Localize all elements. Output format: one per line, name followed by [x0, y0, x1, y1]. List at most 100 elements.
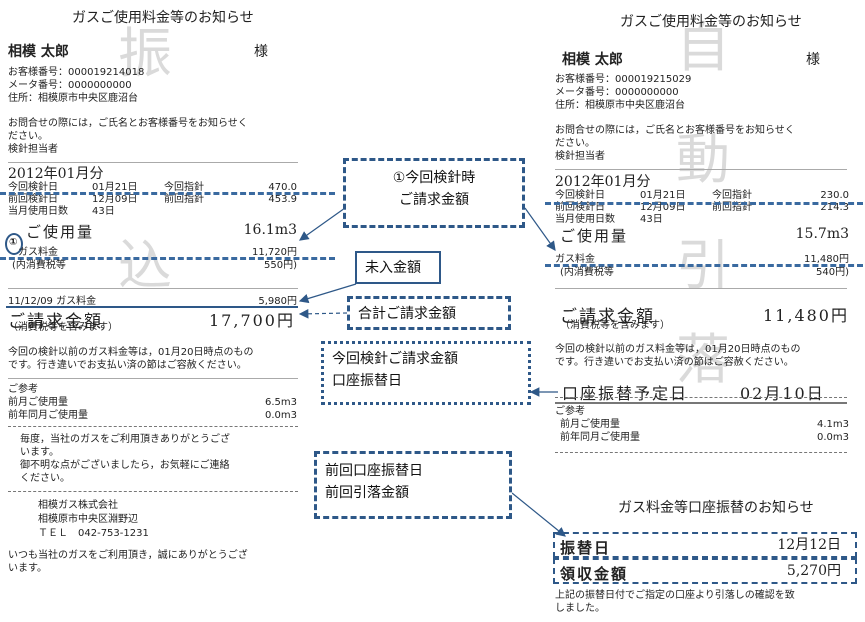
callout-line: 未入金額 — [365, 260, 421, 276]
divider — [8, 378, 298, 379]
left-inquiry-line: お問合せの際には，ご氏名とお客様番号をお知らせく — [8, 118, 248, 129]
divider — [555, 169, 847, 170]
right-inquiry-line: お問合せの際には，ご氏名とお客様番号をお知らせく — [555, 125, 795, 136]
arrow-arrears — [298, 283, 357, 304]
watermark-char: 振 — [118, 22, 172, 85]
watermark-char: 自 — [676, 16, 730, 79]
callout-unpaid: 未入金額 — [355, 251, 441, 284]
left-ref-value: 6.5m3 — [264, 397, 297, 408]
left-ref-title: ご参考 — [8, 384, 38, 395]
callout-line: 合計ご請求金額 — [358, 306, 456, 322]
left-reading-value: 470.0 — [268, 182, 297, 193]
right-ref-label: 前月ご使用量 — [560, 419, 620, 430]
callout-line: ご請求金額 — [399, 192, 469, 208]
left-notice-line: 今回の検針以前のガス料金等は，01月20日時点のもの — [8, 347, 254, 358]
right-title: ガスご使用料金等のお知らせ — [620, 14, 802, 30]
right-transfer-footer-line: しました。 — [555, 603, 605, 614]
right-received-label: 領収金額 — [560, 565, 629, 583]
left-thanks-line: います。 — [20, 447, 59, 458]
right-ref-value: 0.0m3 — [816, 432, 849, 443]
left-reading-label: 今回検針日 — [8, 182, 58, 193]
divider — [555, 402, 847, 404]
highlight-dash-line — [0, 257, 335, 260]
left-billing-value: 17,700円 — [209, 311, 295, 330]
left-reading-label: 前回検針日 — [8, 194, 58, 205]
right-address: 住所：相模原市中央区鹿沼台 — [555, 100, 685, 111]
left-tax-label: (内消費税等 — [12, 260, 66, 271]
callout-line: 今回検針ご請求金額 — [332, 351, 458, 367]
left-thanks-line: 毎度，当社のガスをご利用頂きありがとうござ — [20, 434, 230, 445]
right-period: 2012年01月分 — [555, 174, 651, 190]
left-notice-line: です。行き違いでお支払い済の節はご容赦ください。 — [8, 360, 247, 371]
left-inquiry-line: ださい。 — [8, 131, 48, 142]
circle-number-icon: ① — [9, 237, 18, 248]
callout-line: 前回引落金額 — [325, 485, 409, 501]
right-days-label: 当月使用日数 — [555, 214, 615, 225]
left-arrears-label: 11/12/09 ガス料金 — [8, 296, 97, 307]
right-transfer-date-label: 振替日 — [560, 539, 612, 557]
left-company-line: ＴＥＬ 042-753-1231 — [38, 528, 149, 539]
right-inquiry-line: ださい。 — [555, 138, 595, 149]
right-reading-label: 今回指針 — [712, 190, 752, 201]
left-reading-value: 453.9 — [268, 194, 297, 205]
right-inquiry-line: 検針担当者 — [555, 151, 605, 162]
circle-marker — [5, 233, 23, 255]
left-honorific: 様 — [254, 44, 268, 60]
right-tax-label: (内消費税等 — [560, 267, 614, 278]
right-notice-line: 今回の検針以前のガス料金等は，01月20日時点のもの — [555, 344, 801, 355]
divider — [555, 397, 847, 398]
right-customer-no: お客様番号：000019215029 — [555, 74, 692, 85]
right-transfer-notice-title: ガス料金等口座振替のお知らせ — [618, 500, 814, 516]
watermark-char: 落 — [676, 328, 730, 391]
right-reading-value: 01月21日 — [640, 190, 686, 201]
right-billing-note: （消費税等を含みます） — [560, 320, 670, 331]
callout-line: 口座振替日 — [332, 373, 402, 389]
left-reading-value: 01月21日 — [92, 182, 138, 193]
left-ref-label: 前月ご使用量 — [8, 397, 68, 408]
divider — [8, 426, 298, 427]
left-thanks-line: ください。 — [20, 473, 70, 484]
left-usage-value: 16.1m3 — [243, 222, 297, 238]
callout-total: 合計ご請求金額 — [347, 296, 511, 330]
watermark-char: 込 — [118, 234, 172, 297]
right-ref-value: 4.1m3 — [816, 419, 849, 430]
left-days-value: 43日 — [92, 206, 115, 217]
left-tax-value: 550円) — [264, 260, 297, 271]
arrow-billing-right — [524, 207, 556, 251]
right-meter-no: メータ番号：0000000000 — [555, 87, 679, 98]
right-reading-label: 前回指針 — [712, 202, 752, 213]
left-company-line: 相模ガス株式会社 — [38, 500, 118, 511]
right-transfer-date-value: 12月12日 — [777, 537, 841, 553]
divider — [8, 288, 298, 289]
left-title: ガスご使用料金等のお知らせ — [72, 10, 254, 26]
left-gas-fee-value: 11,720円 — [252, 247, 297, 258]
left-customer-no: お客様番号：000019214018 — [8, 67, 145, 78]
right-transfer-label: 口座振替予定日 — [562, 384, 689, 403]
right-reading-label: 前回検針日 — [555, 202, 605, 213]
transfer-date-row — [553, 532, 857, 558]
arrow-prev-transfer — [511, 492, 566, 537]
right-usage-value: 15.7m3 — [795, 226, 849, 242]
right-ref-title: ご参考 — [555, 406, 585, 417]
right-reading-value: 230.0 — [820, 190, 849, 201]
left-address: 住所：相模原市中央区鹿沼台 — [8, 93, 138, 104]
callout-transfer: 今回検針ご請求金額 口座振替日 — [321, 341, 531, 405]
right-gas-fee-label: ガス料金 — [555, 254, 595, 265]
left-reading-label: 前回指針 — [164, 194, 204, 205]
left-closing-line: います。 — [8, 563, 47, 574]
left-reading-value: 12月09日 — [92, 194, 138, 205]
left-ref-value: 0.0m3 — [264, 410, 297, 421]
right-billing-value: 11,480円 — [763, 306, 849, 325]
left-days-label: 当月使用日数 — [8, 206, 68, 217]
left-reading-label: 今回指針 — [164, 182, 204, 193]
highlight-dash-line — [545, 264, 863, 267]
left-thanks-line: 御不明な点がございましたら，お気軽にご連絡 — [20, 460, 230, 471]
left-billing-label: ご請求金額 — [8, 312, 103, 332]
left-gas-fee-label: ガス料金 — [18, 247, 58, 258]
highlight-dash-line — [0, 192, 335, 195]
highlight-solid-line — [6, 306, 298, 308]
divider — [8, 491, 298, 492]
right-reading-label: 今回検針日 — [555, 190, 605, 201]
right-received-value: 5,270円 — [786, 563, 841, 579]
